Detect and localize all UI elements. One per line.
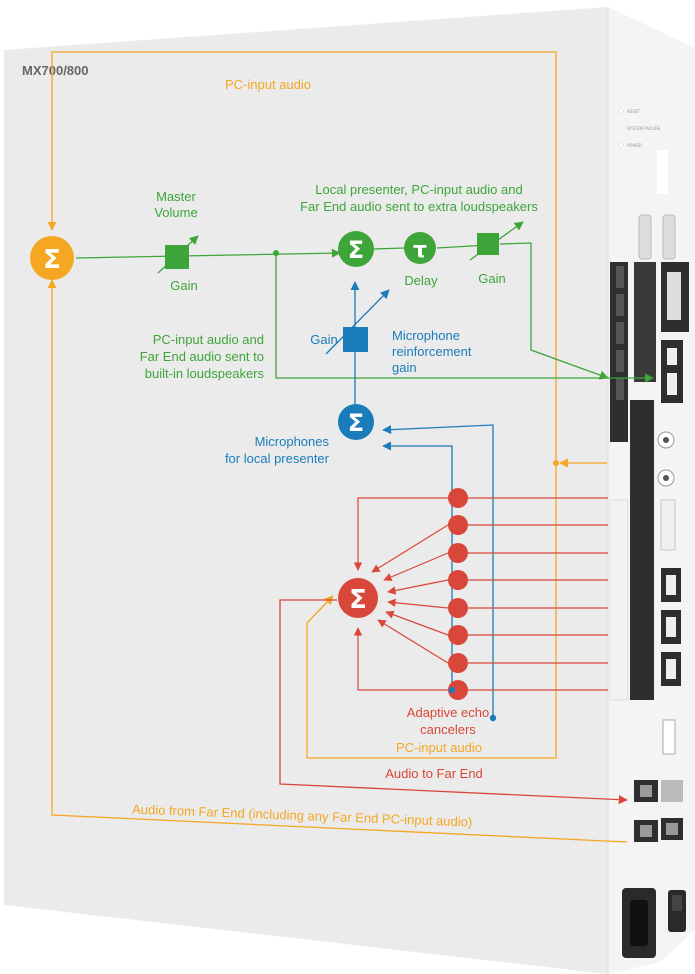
mic-reinforcement-label-1: Microphone — [392, 328, 460, 343]
pc-input-audio-bottom-label: PC-input audio — [396, 740, 482, 755]
builtin-speakers-label-2: Far End audio sent to — [140, 349, 264, 364]
extra-loudspeakers-line — [499, 242, 609, 380]
far-end-sum-node: Σ — [338, 578, 378, 618]
delay-label: Delay — [404, 273, 438, 288]
connector-strip-upper — [610, 262, 656, 442]
aec-to-sum-lines — [353, 497, 449, 691]
echo-canceler-nodes — [448, 488, 468, 700]
power-inlet — [622, 888, 656, 958]
indicator-reset: RESET — [627, 109, 640, 114]
usb-port — [662, 719, 676, 755]
dvi-input — [660, 499, 676, 551]
sum-icon: Σ — [349, 585, 367, 615]
microphones-label-2: for local presenter — [225, 451, 330, 466]
mic-gain-block — [343, 327, 368, 352]
mic-reinforcement-label-3: gain — [392, 360, 417, 375]
sum-icon: Σ — [43, 245, 61, 275]
hdmi-outputs — [661, 340, 683, 403]
blue-mic-feed-2 — [382, 424, 494, 718]
master-sum-node: Σ — [30, 236, 74, 280]
power-switch[interactable] — [668, 890, 686, 932]
aec-label-1: Adaptive echo — [407, 705, 489, 720]
delay-icon: τ — [413, 238, 427, 263]
connector-strip-dvi — [661, 262, 689, 332]
mic-input-strip — [609, 400, 654, 701]
indicator-system-failure: SYSTEM FAILURE — [627, 126, 661, 131]
status-indicators: RESET SYSTEM FAILURE POWER — [618, 108, 661, 148]
rca-connectors — [657, 431, 675, 487]
extra-gain-label: Gain — [478, 271, 505, 286]
master-volume-label-2: Volume — [154, 205, 197, 220]
device-front-panel — [4, 7, 608, 974]
master-volume-label-1: Master — [156, 189, 196, 204]
extra-speakers-label-2: Far End audio sent to extra loudspeakers — [300, 199, 538, 214]
pc-input-audio-top-label: PC-input audio — [225, 77, 311, 92]
pc-input-audio-bottom-line — [306, 595, 557, 759]
db9-port-right — [662, 214, 676, 260]
sum-icon: Σ — [348, 409, 364, 437]
audio-to-far-end-line — [279, 599, 628, 805]
device-title: MX700/800 — [22, 63, 89, 78]
builtin-speakers-label-1: PC-input audio and — [153, 332, 264, 347]
microphones-sum-node: Σ — [338, 404, 374, 440]
aec-feed-lines — [468, 497, 608, 691]
microphones-label-1: Microphones — [255, 434, 330, 449]
audio-to-far-end-label: Audio to Far End — [385, 766, 483, 781]
indicator-power: POWER — [627, 143, 642, 148]
extra-speakers-sum-node: Σ — [338, 231, 374, 267]
master-gain-label: Gain — [170, 278, 197, 293]
mic-gain-label: Gain — [310, 332, 337, 347]
sum-icon: Σ — [348, 236, 364, 264]
hdmi-inputs — [661, 568, 681, 686]
db9-port-left — [638, 214, 652, 260]
audio-from-far-end-line — [47, 279, 628, 843]
status-window — [657, 150, 668, 194]
ethernet-ports — [634, 780, 683, 842]
mic-reinforcement-label-2: reinforcement — [392, 344, 472, 359]
builtin-speakers-label-3: built-in loudspeakers — [145, 366, 265, 381]
extra-gain-block — [477, 233, 499, 255]
aec-label-2: cancelers — [420, 722, 476, 737]
delay-node: τ — [404, 232, 436, 264]
master-gain-block — [165, 245, 189, 269]
builtin-loudspeakers-line — [275, 253, 654, 383]
green-master-line — [75, 248, 341, 259]
extra-speakers-label-1: Local presenter, PC-input audio and — [315, 182, 522, 197]
